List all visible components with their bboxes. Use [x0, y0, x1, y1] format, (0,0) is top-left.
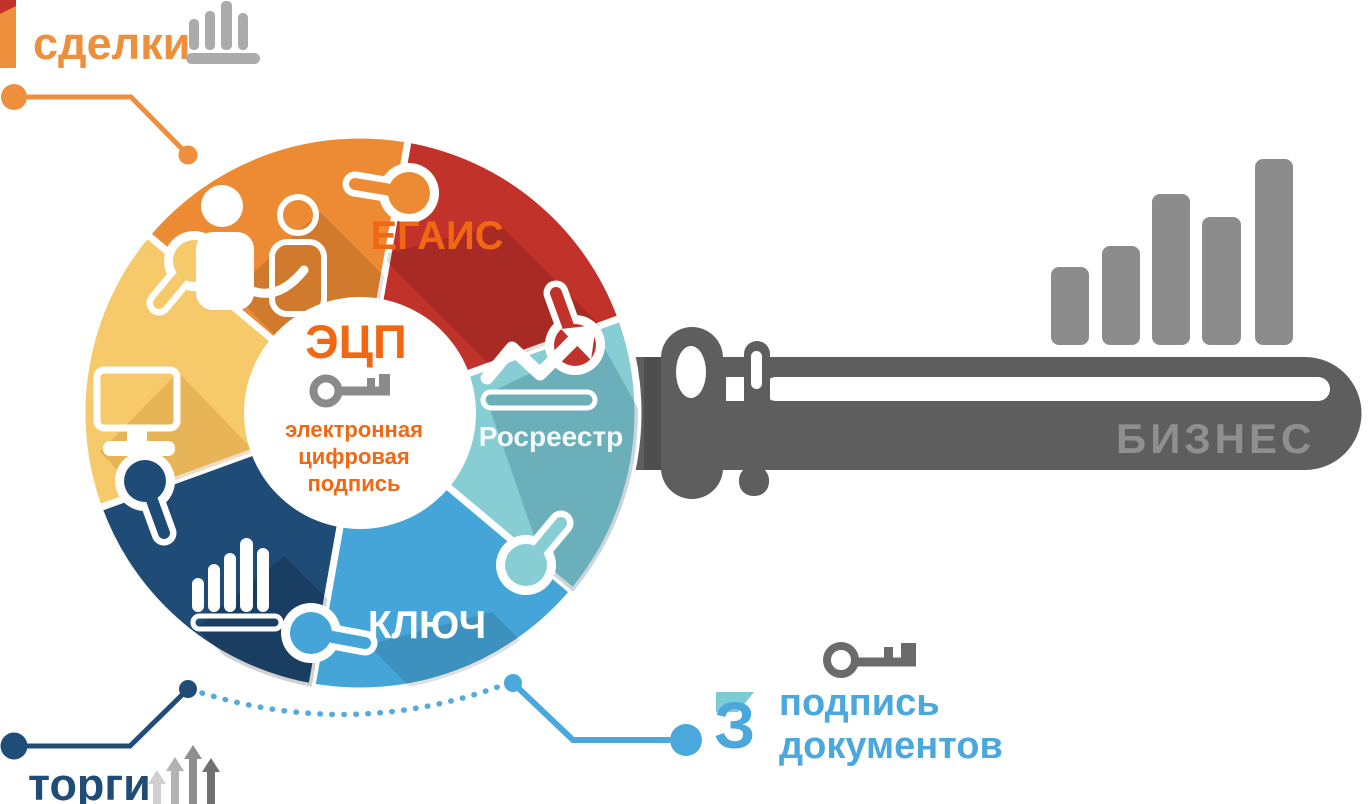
computer-icon: [93, 366, 181, 456]
knob-teal: [496, 510, 574, 595]
deals-label: сделки: [33, 18, 190, 69]
ribbon: [0, 0, 16, 68]
trend-arrow-icon: [480, 325, 598, 411]
center-hub: ЭЦП электронная цифровая подпись: [244, 297, 476, 529]
business-key: БИЗНЕС: [620, 159, 1362, 499]
rosreestr-label: Росреестр: [479, 421, 624, 452]
knob-navy: [115, 451, 177, 546]
sign-connector: [504, 674, 702, 756]
knob-orange: [342, 163, 439, 223]
bars-icon: [190, 538, 284, 632]
center-circle: [244, 297, 476, 529]
key-shaft-stripe: [764, 377, 1330, 401]
growth-bars-icon: [1051, 159, 1293, 345]
sign-label-line2: документов: [779, 725, 1003, 767]
auctions-connector: [0, 680, 197, 760]
auctions-arrows-icon: [148, 745, 220, 804]
key-wards: [661, 327, 770, 499]
sign-mark: З: [714, 688, 755, 762]
deals-connector: [1, 84, 198, 165]
callout-deals: сделки: [0, 0, 260, 165]
business-label: БИЗНЕС: [1116, 415, 1315, 462]
sign-label-line1: подпись: [779, 682, 940, 724]
key-notch-gap: [726, 377, 746, 401]
ecp-title: ЭЦП: [305, 315, 407, 368]
ecp-sub-line1: электронная: [285, 417, 423, 442]
sign-key-icon: [823, 642, 916, 678]
auctions-label: торги: [28, 759, 151, 804]
ecp-sub-line2: цифровая: [298, 444, 409, 469]
ribbon-fold: [0, 0, 16, 14]
puzzle-ring: ЕГАИС Росреестр КЛЮЧ: [82, 135, 700, 772]
callout-auctions: торги: [0, 680, 220, 804]
egais-label: ЕГАИС: [370, 214, 503, 258]
key-icon: [309, 374, 390, 408]
knob-blue: [281, 603, 378, 663]
deals-chart-icon: [186, 1, 260, 64]
handshake-icon: [196, 185, 327, 317]
ecp-sub-line3: подпись: [308, 471, 401, 496]
sign-mark-fold: [716, 692, 754, 712]
kluch-label: КЛЮЧ: [368, 604, 486, 647]
callout-sign-documents: З подпись документов: [199, 642, 1003, 767]
dotted-curve: [199, 681, 509, 718]
